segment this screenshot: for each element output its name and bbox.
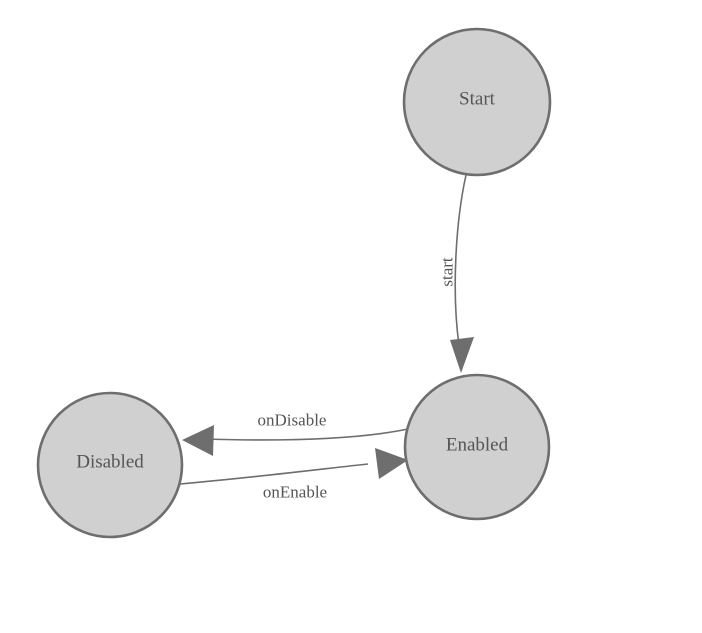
arrowhead-into-enabled-from-disabled	[375, 448, 408, 479]
transition-label-ondisable: onDisable	[258, 411, 327, 430]
state-node-start-label: Start	[459, 89, 496, 110]
state-node-disabled[interactable]: Disabled	[36, 391, 184, 539]
state-node-enabled-circle	[403, 373, 551, 521]
transition-path-disabled-to-enabled	[179, 463, 369, 485]
transition-enabled-to-disabled[interactable]: onDisable	[182, 411, 409, 457]
transition-path-enabled-to-disabled	[204, 428, 409, 441]
state-node-enabled[interactable]: Enabled	[403, 373, 551, 521]
transition-label-onenable: onEnable	[263, 483, 327, 502]
transition-path-start-to-enabled	[454, 174, 467, 346]
transition-start-to-enabled[interactable]: start	[438, 174, 475, 373]
state-node-enabled-label: Enabled	[446, 435, 509, 456]
transition-label-start: start	[438, 257, 457, 287]
transition-disabled-to-enabled[interactable]: onEnable	[179, 448, 408, 502]
arrowhead-into-disabled	[182, 425, 214, 456]
arrowhead-into-enabled-from-start	[450, 337, 474, 373]
state-node-start-circle	[402, 27, 552, 177]
state-node-disabled-circle	[36, 391, 184, 539]
state-node-disabled-label: Disabled	[76, 452, 144, 473]
state-node-start[interactable]: Start	[402, 27, 552, 177]
